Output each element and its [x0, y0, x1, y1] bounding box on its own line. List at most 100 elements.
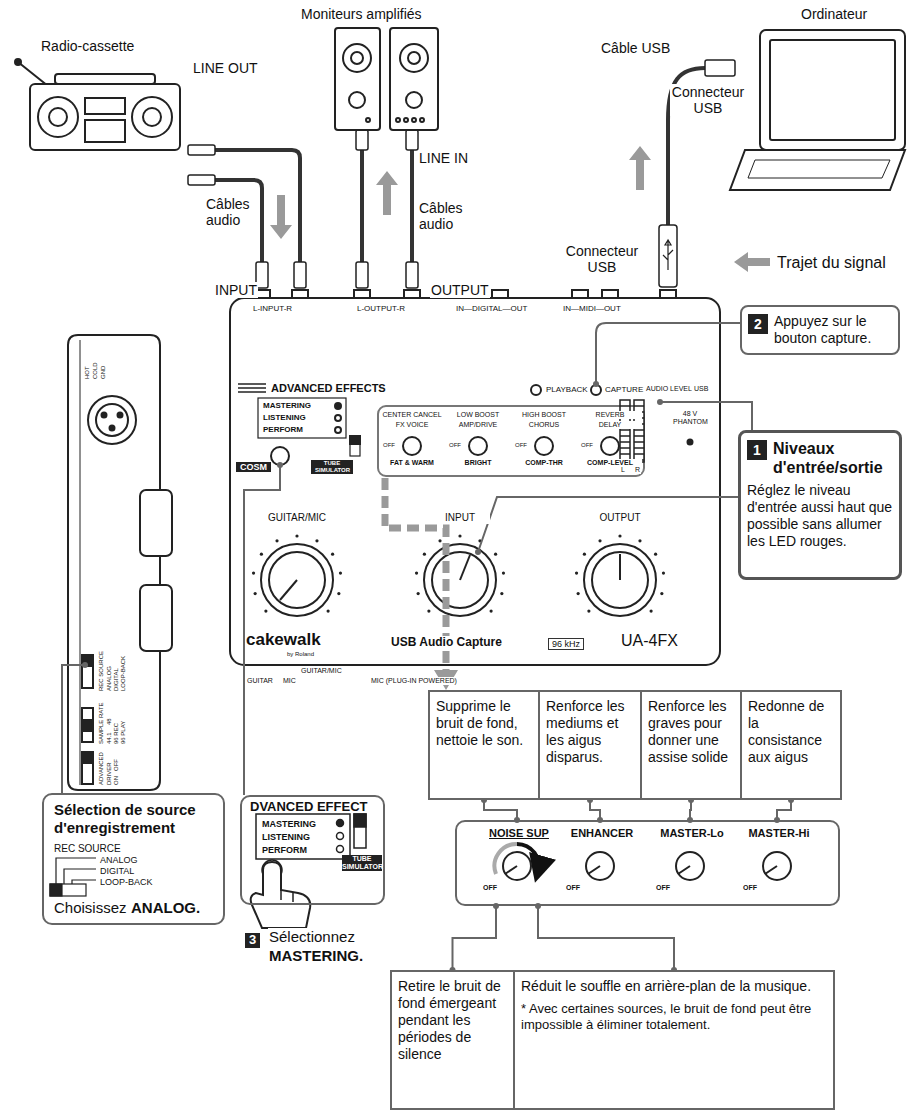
knob-scale-dot — [587, 610, 590, 613]
signal-arrow — [629, 146, 651, 190]
device-body — [460, 555, 470, 580]
meter-segment — [620, 441, 630, 443]
knob-scale-dot — [252, 572, 255, 575]
knob-panel-knob — [676, 852, 704, 880]
radio-cassette — [38, 97, 78, 137]
label: FX VOICE — [380, 421, 444, 429]
label: OUTPUT — [590, 512, 650, 524]
meter-segment — [634, 447, 644, 449]
node-text: Retire le bruit de fond émergeant pendan… — [398, 978, 507, 1063]
device-body — [350, 436, 360, 444]
label: TUBE SIMULATOR — [311, 460, 353, 474]
knob-panel-knob — [505, 866, 517, 874]
node-text: Appuyez sur le bouton capture. — [774, 313, 892, 347]
side-panel — [140, 585, 172, 651]
meter-segment — [620, 405, 630, 407]
knob-scale-dot — [417, 592, 420, 595]
node-text: ANALOG — [100, 855, 138, 866]
callout-box: Supprime le bruit de fond, nettoie le so… — [428, 690, 540, 800]
knob-panel-knob — [494, 844, 517, 874]
label: IN—DIGITAL—OUT — [455, 304, 528, 313]
laptop — [730, 150, 905, 190]
node-text: MASTER-Hi — [739, 827, 819, 840]
leader-connector — [538, 906, 674, 970]
label: Câbles audio — [205, 196, 259, 228]
knob-scale-dot — [254, 592, 257, 595]
knob-panel-knob — [517, 844, 539, 872]
label: REC SOURCE — [98, 650, 105, 692]
device-body — [424, 544, 496, 616]
device-body — [238, 391, 266, 393]
knob-scale-dot — [575, 572, 578, 575]
knob-scale-dot — [650, 610, 653, 613]
callout-box: Renforce les graves pour donner une assi… — [640, 690, 742, 800]
powered-monitors — [335, 28, 438, 130]
device-body — [619, 554, 621, 580]
device-body — [335, 403, 341, 409]
label: REVERB — [578, 411, 642, 419]
radio-cassette — [49, 108, 67, 126]
knob-scale-dot — [264, 610, 267, 613]
knob-scale-dot — [598, 539, 601, 542]
knob-scale-dot — [494, 553, 497, 556]
label: MIC — [282, 677, 297, 685]
device-body — [531, 385, 541, 395]
label: 48 V PHANTOM — [672, 410, 708, 426]
label: CAPTURE — [604, 385, 644, 394]
node-text: OFF — [483, 884, 497, 892]
leader-dot — [593, 381, 599, 387]
knob-scale-dot — [339, 572, 342, 575]
powered-monitors — [404, 118, 408, 122]
meter-segment — [620, 453, 630, 455]
knob-scale-dot — [438, 539, 441, 542]
mode-selector-zoom — [337, 833, 344, 840]
powered-monitors — [343, 44, 371, 72]
label: cakewalk — [245, 630, 322, 650]
knob-scale-dot — [427, 610, 430, 613]
label: Moniteurs amplifiés — [300, 6, 423, 22]
label: DELAY — [578, 421, 642, 429]
side-panel — [82, 655, 93, 688]
callout-box: NOISE SUPENHANCERMASTER-LoMASTER-HiOFFOF… — [455, 820, 840, 906]
callout-box: Sélection de source d'enregistrementREC … — [42, 793, 225, 925]
knob-scale-dot — [458, 534, 461, 537]
label: ON — [113, 775, 120, 786]
node-text: ENHANCER — [562, 827, 642, 840]
label: OFF — [448, 442, 462, 449]
leader-connector — [690, 800, 691, 820]
device-body — [354, 290, 370, 298]
device-body — [584, 544, 656, 616]
leader-dot — [493, 903, 499, 909]
cable-plug — [356, 130, 368, 150]
label: OFF — [514, 442, 528, 449]
knob-scale-dot — [577, 592, 580, 595]
knob-panel-knob — [586, 852, 614, 880]
label: SAMPLE RATE — [98, 701, 105, 745]
knob-scale-dot — [331, 553, 334, 556]
label: by Roland — [286, 651, 315, 658]
label: CENTER CANCEL — [380, 411, 444, 419]
cable-plug — [188, 175, 215, 185]
powered-monitors — [412, 118, 416, 122]
audio-cable — [215, 68, 705, 262]
side-panel — [82, 720, 93, 731]
side-panel — [82, 752, 93, 763]
label: FAT & WARM — [380, 459, 444, 467]
radio-cassette — [55, 74, 155, 84]
label: MASTERING — [262, 401, 312, 410]
label: COMP-LEVEL — [578, 459, 642, 467]
label: OFF — [580, 442, 594, 449]
mode-selector-zoom — [354, 814, 366, 827]
mode-selector-zoom — [337, 820, 344, 827]
device-body — [403, 437, 421, 455]
level-meter — [620, 400, 644, 462]
leader-dot — [475, 549, 481, 555]
audio-cable — [410, 150, 414, 262]
label: LOW BOOST — [446, 411, 510, 419]
side-panel — [80, 340, 81, 785]
leader-connector — [777, 800, 791, 820]
knob-scale-dot — [295, 534, 298, 537]
label: R — [634, 466, 641, 474]
side-panel — [118, 413, 123, 418]
knob-scale-dot — [275, 539, 278, 542]
